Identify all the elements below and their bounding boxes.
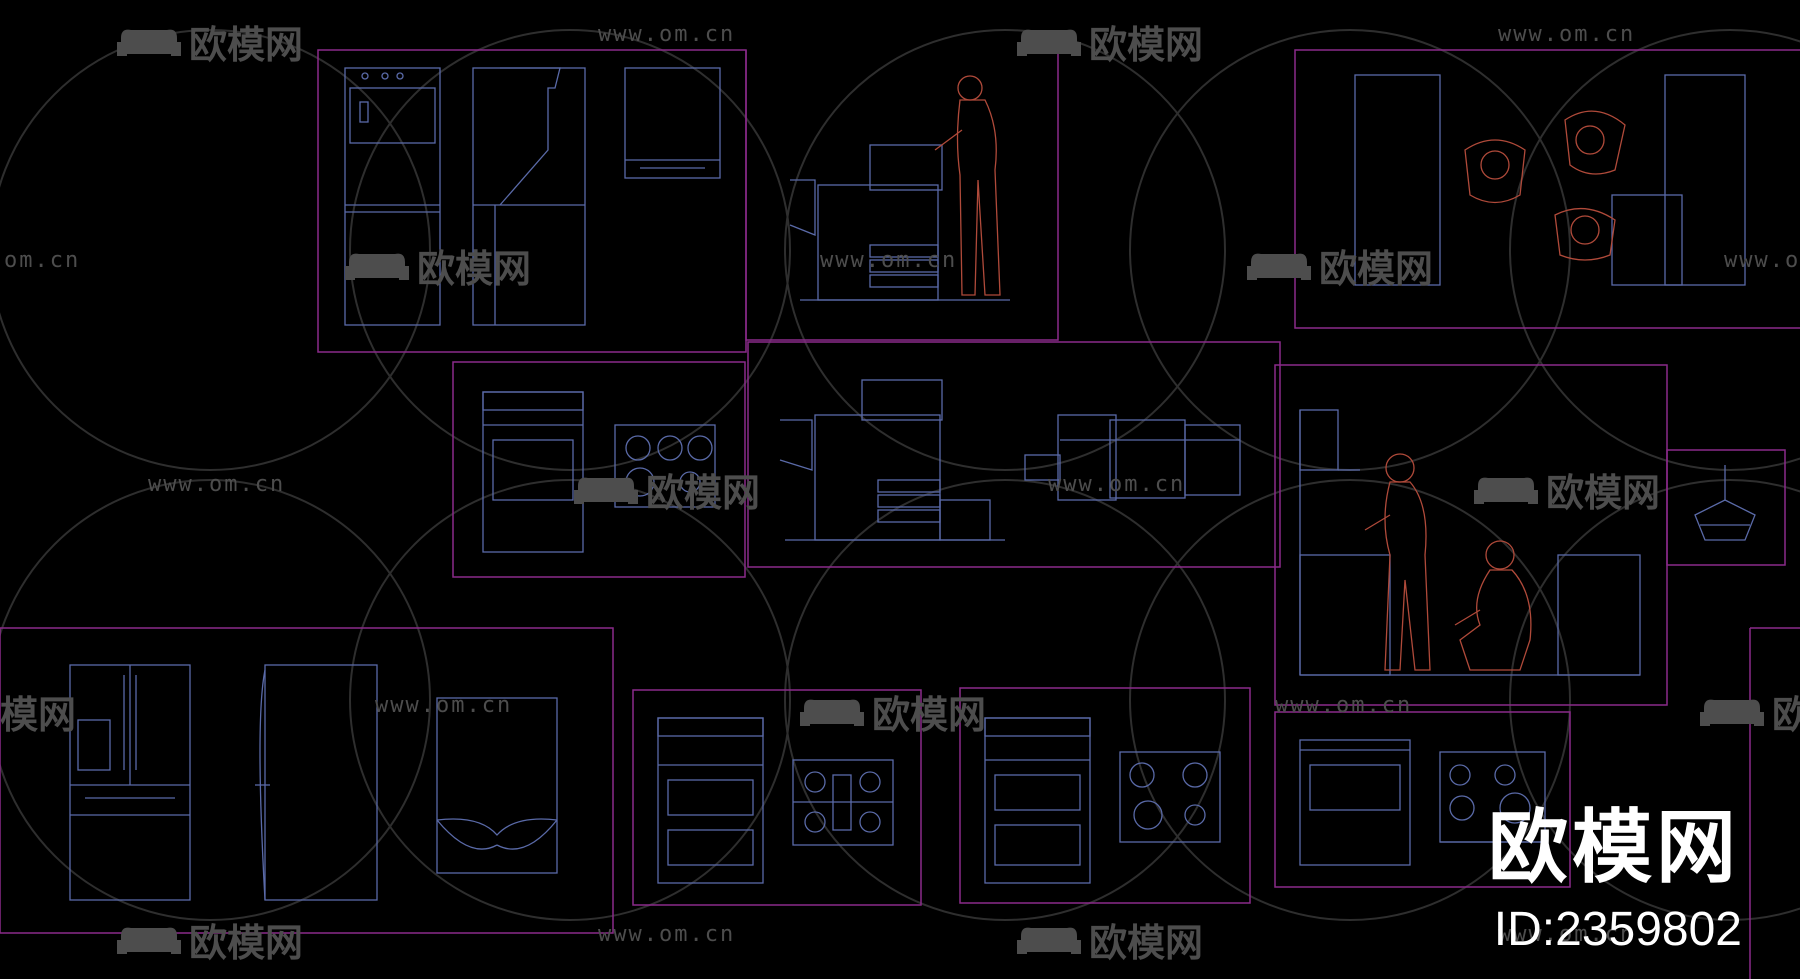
- watermark-logo-text: 欧模网: [189, 921, 304, 965]
- pendant-lamp: [1694, 465, 1756, 541]
- electric-cooktop-2: [1119, 751, 1221, 843]
- watermark-circles: [0, 29, 1800, 921]
- sofa-logo-icon: [1700, 699, 1764, 726]
- watermark-logo-text: 欧模网: [1319, 247, 1434, 291]
- watermark-logo: 欧模网: [115, 14, 303, 69]
- induction-cooktop: [1439, 751, 1546, 843]
- copier-middle: [779, 379, 1005, 541]
- watermark-logo-text: 欧模网: [1089, 921, 1204, 965]
- gas-cooktop: [792, 759, 894, 846]
- watermark-url-fragment: om.cn: [4, 248, 81, 273]
- brand-id-label: ID:2359802: [1493, 903, 1742, 956]
- watermark-logo: 欧模网: [572, 462, 760, 517]
- watermark-logo-fragment: 模网: [0, 684, 76, 739]
- watermark-logo: 欧模网: [343, 238, 531, 293]
- person-cooking: [1364, 453, 1431, 671]
- wall-oven: [1299, 739, 1411, 866]
- watermark-logo: 欧模网: [1472, 462, 1660, 517]
- watermark-url: www.om.cn: [1498, 22, 1636, 47]
- stacked-washer-side: [472, 67, 586, 326]
- sofa-logo-icon: [345, 253, 409, 280]
- watermark-logo-text: 欧模网: [189, 23, 304, 67]
- sofa-logo-icon: [1247, 253, 1311, 280]
- watermark-logo-text: 模网: [0, 693, 77, 737]
- watermark-logo-text: 欧模网: [646, 471, 761, 515]
- watermark-logo: 欧模网: [1015, 912, 1203, 967]
- sheet-frames: [0, 49, 1800, 979]
- watermark-url: www.om.cn: [1048, 472, 1186, 497]
- electric-range: [482, 391, 584, 553]
- watermark-logo: 欧模网: [1015, 14, 1203, 69]
- brand-name: 欧模网: [1488, 803, 1740, 892]
- watermark-logo-text: 欧模网: [1089, 23, 1204, 67]
- watermark-logo: 欧模网: [798, 684, 986, 739]
- watermark-url: www.om.cn: [820, 248, 958, 273]
- watermark-logo-text: 欧模网: [872, 693, 987, 737]
- watermark-url: www.om.cn: [375, 693, 513, 718]
- electric-double-oven: [984, 717, 1091, 884]
- stacked-washer-dryer: [344, 67, 441, 326]
- floor-plan-cabinets: [1354, 74, 1746, 286]
- sofa-logo-icon: [117, 927, 181, 954]
- gas-double-oven: [657, 717, 764, 884]
- watermark-url: www.om.cn: [1498, 922, 1636, 947]
- watermark-url: www.om.cn: [1275, 693, 1413, 718]
- watermark-url: www.om.cn: [148, 472, 286, 497]
- copier-top-view: [1024, 414, 1241, 501]
- watermark-logo-text: 欧: [1772, 693, 1800, 737]
- sofa-logo-icon: [117, 29, 181, 56]
- sofa-logo-icon: [1017, 29, 1081, 56]
- sofa-logo-icon: [1474, 477, 1538, 504]
- watermark-url: www.om.cn: [598, 22, 736, 47]
- electric-cooktop: [614, 424, 716, 508]
- fridge-side: [255, 664, 378, 901]
- watermark-logo-text: 欧模网: [417, 247, 532, 291]
- watermark-url: www.om.cn: [598, 922, 736, 947]
- watermark-logo: 欧模网: [1245, 238, 1433, 293]
- sofa-logo-icon: [574, 477, 638, 504]
- fridge-top-view: [436, 697, 558, 874]
- appliance-drawings: [69, 67, 1756, 901]
- watermark-url: www.om.cn: [1724, 248, 1800, 273]
- watermark-logo: 欧模网: [115, 912, 303, 967]
- person-at-copier: [934, 75, 1001, 296]
- kitchen-elevation: [1299, 409, 1641, 676]
- french-door-fridge: [69, 664, 191, 901]
- sofa-logo-icon: [800, 699, 864, 726]
- watermark-logo-fragment: 欧: [1698, 684, 1800, 739]
- person-crouching: [1454, 540, 1532, 671]
- sofa-logo-icon: [1017, 927, 1081, 954]
- people-top-view: [1464, 110, 1626, 261]
- watermark-logo-text: 欧模网: [1546, 471, 1661, 515]
- copier-top: [789, 144, 1010, 301]
- person-figures: [934, 75, 1626, 671]
- dishwasher: [624, 67, 721, 179]
